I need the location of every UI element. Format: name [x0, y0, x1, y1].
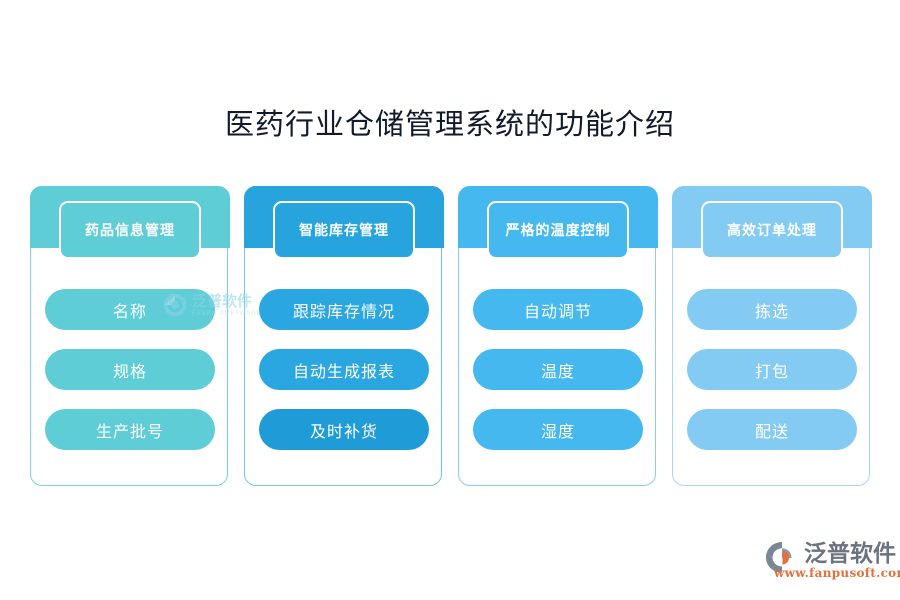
card-item-label: 自动调节	[523, 301, 592, 321]
card-header-label: 高效订单处理	[727, 222, 817, 238]
card-item-list-3: 自动调节 温度 湿度	[473, 289, 643, 450]
brand-url: www.fanpusoft.com	[774, 566, 900, 580]
feature-card-3[interactable]: 严格的温度控制 自动调节 温度 湿度	[458, 186, 658, 486]
feature-card-4[interactable]: 高效订单处理 拣选 打包 配送	[672, 186, 872, 486]
card-item[interactable]: 自动生成报表	[259, 349, 429, 390]
card-item-label: 规格	[112, 361, 147, 381]
card-header-label: 药品信息管理	[85, 222, 175, 238]
card-item-list-4: 拣选 打包 配送	[687, 289, 857, 450]
card-item-label: 生产批号	[95, 421, 164, 441]
card-item-label: 拣选	[754, 301, 789, 321]
brand-name-cn: 泛普软件	[804, 540, 896, 566]
card-item[interactable]: 自动调节	[473, 289, 643, 330]
card-item-label: 湿度	[540, 421, 575, 441]
card-item-label: 自动生成报表	[292, 361, 395, 381]
card-header-label: 智能库存管理	[299, 222, 389, 238]
card-item-label: 配送	[754, 421, 789, 441]
feature-card-1[interactable]: 药品信息管理 名称 规格 生产批号	[30, 186, 230, 486]
card-item[interactable]: 打包	[687, 349, 857, 390]
card-item[interactable]: 配送	[687, 409, 857, 450]
card-header-4[interactable]: 高效订单处理	[701, 201, 843, 259]
card-item-list-2: 跟踪库存情况 自动生成报表 及时补货	[259, 289, 429, 450]
card-item[interactable]: 及时补货	[259, 409, 429, 450]
feature-columns: 药品信息管理 名称 规格 生产批号 智能库存管理	[30, 186, 872, 486]
feature-card-2[interactable]: 智能库存管理 跟踪库存情况 自动生成报表 及时补货	[244, 186, 444, 486]
card-item[interactable]: 规格	[45, 349, 215, 390]
card-header-label: 严格的温度控制	[505, 222, 611, 238]
brand-logo: 泛普软件 www.fanpusoft.com	[765, 540, 900, 588]
card-item-label: 及时补货	[309, 421, 378, 441]
card-item-label: 温度	[540, 361, 575, 381]
card-item[interactable]: 跟踪库存情况	[259, 289, 429, 330]
card-header-3[interactable]: 严格的温度控制	[487, 201, 629, 259]
card-item[interactable]: 拣选	[687, 289, 857, 330]
brand-logo-text: 泛普软件 www.fanpusoft.com	[774, 540, 900, 580]
card-item[interactable]: 温度	[473, 349, 643, 390]
card-item-label: 跟踪库存情况	[292, 301, 395, 321]
card-header-2[interactable]: 智能库存管理	[273, 201, 415, 259]
card-item[interactable]: 湿度	[473, 409, 643, 450]
page-title: 医药行业仓储管理系统的功能介绍	[224, 107, 675, 141]
card-header-1[interactable]: 药品信息管理	[59, 201, 201, 259]
card-item[interactable]: 生产批号	[45, 409, 215, 450]
card-item-list-1: 名称 规格 生产批号	[45, 289, 215, 450]
card-item-label: 名称	[112, 301, 147, 321]
fanpu-logo-icon	[765, 541, 799, 573]
card-item[interactable]: 名称	[45, 289, 215, 330]
card-item-label: 打包	[754, 361, 789, 381]
